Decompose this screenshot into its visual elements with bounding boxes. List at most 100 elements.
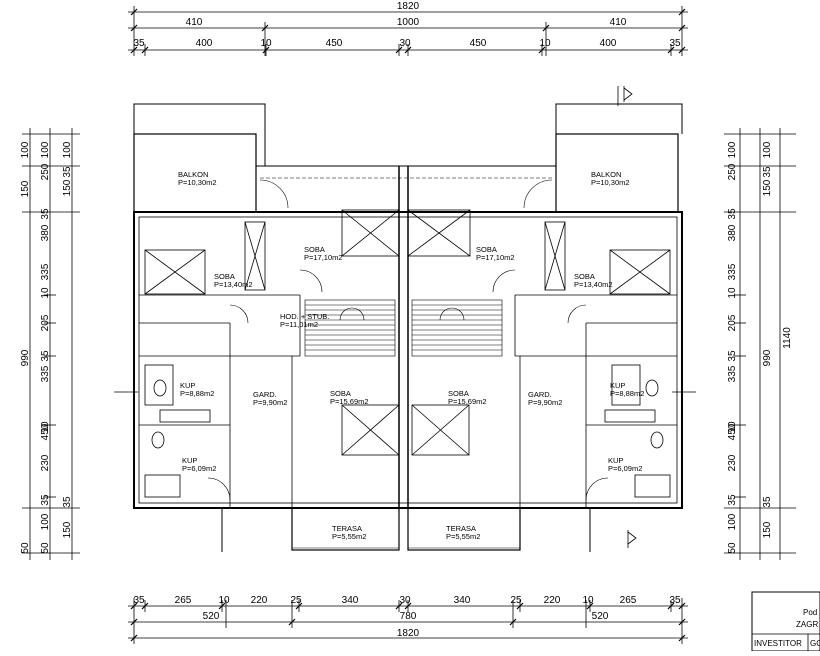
dimension-value: 220 xyxy=(544,595,561,606)
dimension-value: 250 xyxy=(727,163,738,180)
dimension-value: 10 xyxy=(218,595,230,606)
dimension-value: 35 xyxy=(40,208,51,220)
dimension-value: 400 xyxy=(600,38,617,49)
dimension-value: 380 xyxy=(727,224,738,241)
dimension-value: 265 xyxy=(620,595,637,606)
dimension-value: 25 xyxy=(510,595,522,606)
dimension-value: 100 xyxy=(727,141,738,158)
dimension-value: 335 xyxy=(40,365,51,382)
dimension-value: 35 xyxy=(669,38,681,49)
room-name: SOBA xyxy=(574,272,595,281)
room-area: P=6,09m2 xyxy=(182,464,216,473)
dimension-value: 35 xyxy=(40,350,51,362)
investor-label: INVESTITOR xyxy=(754,639,802,648)
dimension-value: 335 xyxy=(727,365,738,382)
room-area: P=15,69m2 xyxy=(448,397,487,406)
room-area: P=10,30m2 xyxy=(591,178,630,187)
dimension-value: 10 xyxy=(40,421,51,433)
dimension-value: 1820 xyxy=(397,1,420,12)
room-name: SOBA xyxy=(304,245,325,254)
dimension-value: 1140 xyxy=(782,327,793,349)
room-name: KUP xyxy=(182,456,197,465)
dimension-value: 335 xyxy=(727,263,738,280)
dimension-value: 265 xyxy=(175,595,192,606)
dimension-value: 30 xyxy=(399,38,411,49)
room-area: P=9,90m2 xyxy=(253,398,287,407)
dimension-value: 205 xyxy=(40,314,51,331)
dimension-value: 150 xyxy=(20,180,31,197)
title-block-line2: ZAGR xyxy=(796,620,818,629)
dimension-value: 150 xyxy=(62,179,73,196)
room-name: KUP xyxy=(610,381,625,390)
dimension-value: 35 xyxy=(40,494,51,506)
room-label: GARD.P=9,90m2 xyxy=(528,390,562,407)
dimension-value: 10 xyxy=(40,287,51,299)
dimension-value: 340 xyxy=(454,595,471,606)
dimension-value: 35 xyxy=(133,38,145,49)
dimension-value: 230 xyxy=(727,454,738,471)
dimension-value: 30 xyxy=(399,595,411,606)
room-area: P=15,69m2 xyxy=(330,397,369,406)
room-name: GARD. xyxy=(528,390,552,399)
dimension-value: 150 xyxy=(762,179,773,196)
room-area: P=10,30m2 xyxy=(178,178,217,187)
room-area: P=9,90m2 xyxy=(528,398,562,407)
dimension-value: 35 xyxy=(62,166,73,178)
doors xyxy=(207,179,609,501)
room-label: HOD. + STUB.P=11,01m2 xyxy=(280,312,329,329)
title-block: Pod ZAGR INVESTITOR GO xyxy=(751,591,820,652)
bathroom-fixtures xyxy=(144,364,671,498)
dimension-value: 100 xyxy=(40,141,51,158)
dimension-value: 340 xyxy=(342,595,359,606)
room-area: P=6,09m2 xyxy=(608,464,642,473)
dimension-value: 35 xyxy=(727,208,738,220)
dimension-value: 990 xyxy=(762,349,773,366)
room-area: P=13,40m2 xyxy=(574,280,613,289)
dimension-value: 205 xyxy=(727,314,738,331)
dimension-value: 10 xyxy=(260,38,272,49)
room-name: SOBA xyxy=(330,389,351,398)
dimension-value: 220 xyxy=(251,595,268,606)
dimension-value: 150 xyxy=(62,521,73,538)
room-name: SOBA xyxy=(214,272,235,281)
room-name: GARD. xyxy=(253,390,277,399)
dimension-value: 35 xyxy=(762,166,773,178)
dimension-value: 780 xyxy=(400,611,417,622)
dimension-value: 230 xyxy=(40,454,51,471)
dimension-value: 520 xyxy=(592,611,609,622)
room-label: GARD.P=9,90m2 xyxy=(253,390,287,407)
dimension-value: 35 xyxy=(727,350,738,362)
dimension-value: 100 xyxy=(20,141,31,158)
tick-marks xyxy=(130,8,686,642)
room-name: SOBA xyxy=(476,245,497,254)
room-area: P=11,01m2 xyxy=(280,320,318,329)
dimension-value: 100 xyxy=(727,513,738,530)
room-name: SOBA xyxy=(448,389,469,398)
dimension-value: 10 xyxy=(582,595,594,606)
dimension-value: 50 xyxy=(727,542,738,554)
dimension-value: 35 xyxy=(133,595,145,606)
room-name: BALKON xyxy=(178,170,208,179)
dimension-value: 450 xyxy=(326,38,343,49)
dimension-value: 10 xyxy=(727,421,738,433)
room-name: KUP xyxy=(608,456,623,465)
dimension-value: 50 xyxy=(20,542,31,554)
dimension-value: 1820 xyxy=(397,628,420,639)
dimension-value: 1000 xyxy=(397,17,420,28)
dimension-value: 150 xyxy=(762,521,773,538)
dimension-value: 410 xyxy=(186,17,203,28)
room-name: TERASA xyxy=(332,524,362,533)
room-name: KUP xyxy=(180,381,195,390)
dimension-value: 35 xyxy=(762,496,773,508)
room-name: BALKON xyxy=(591,170,621,179)
